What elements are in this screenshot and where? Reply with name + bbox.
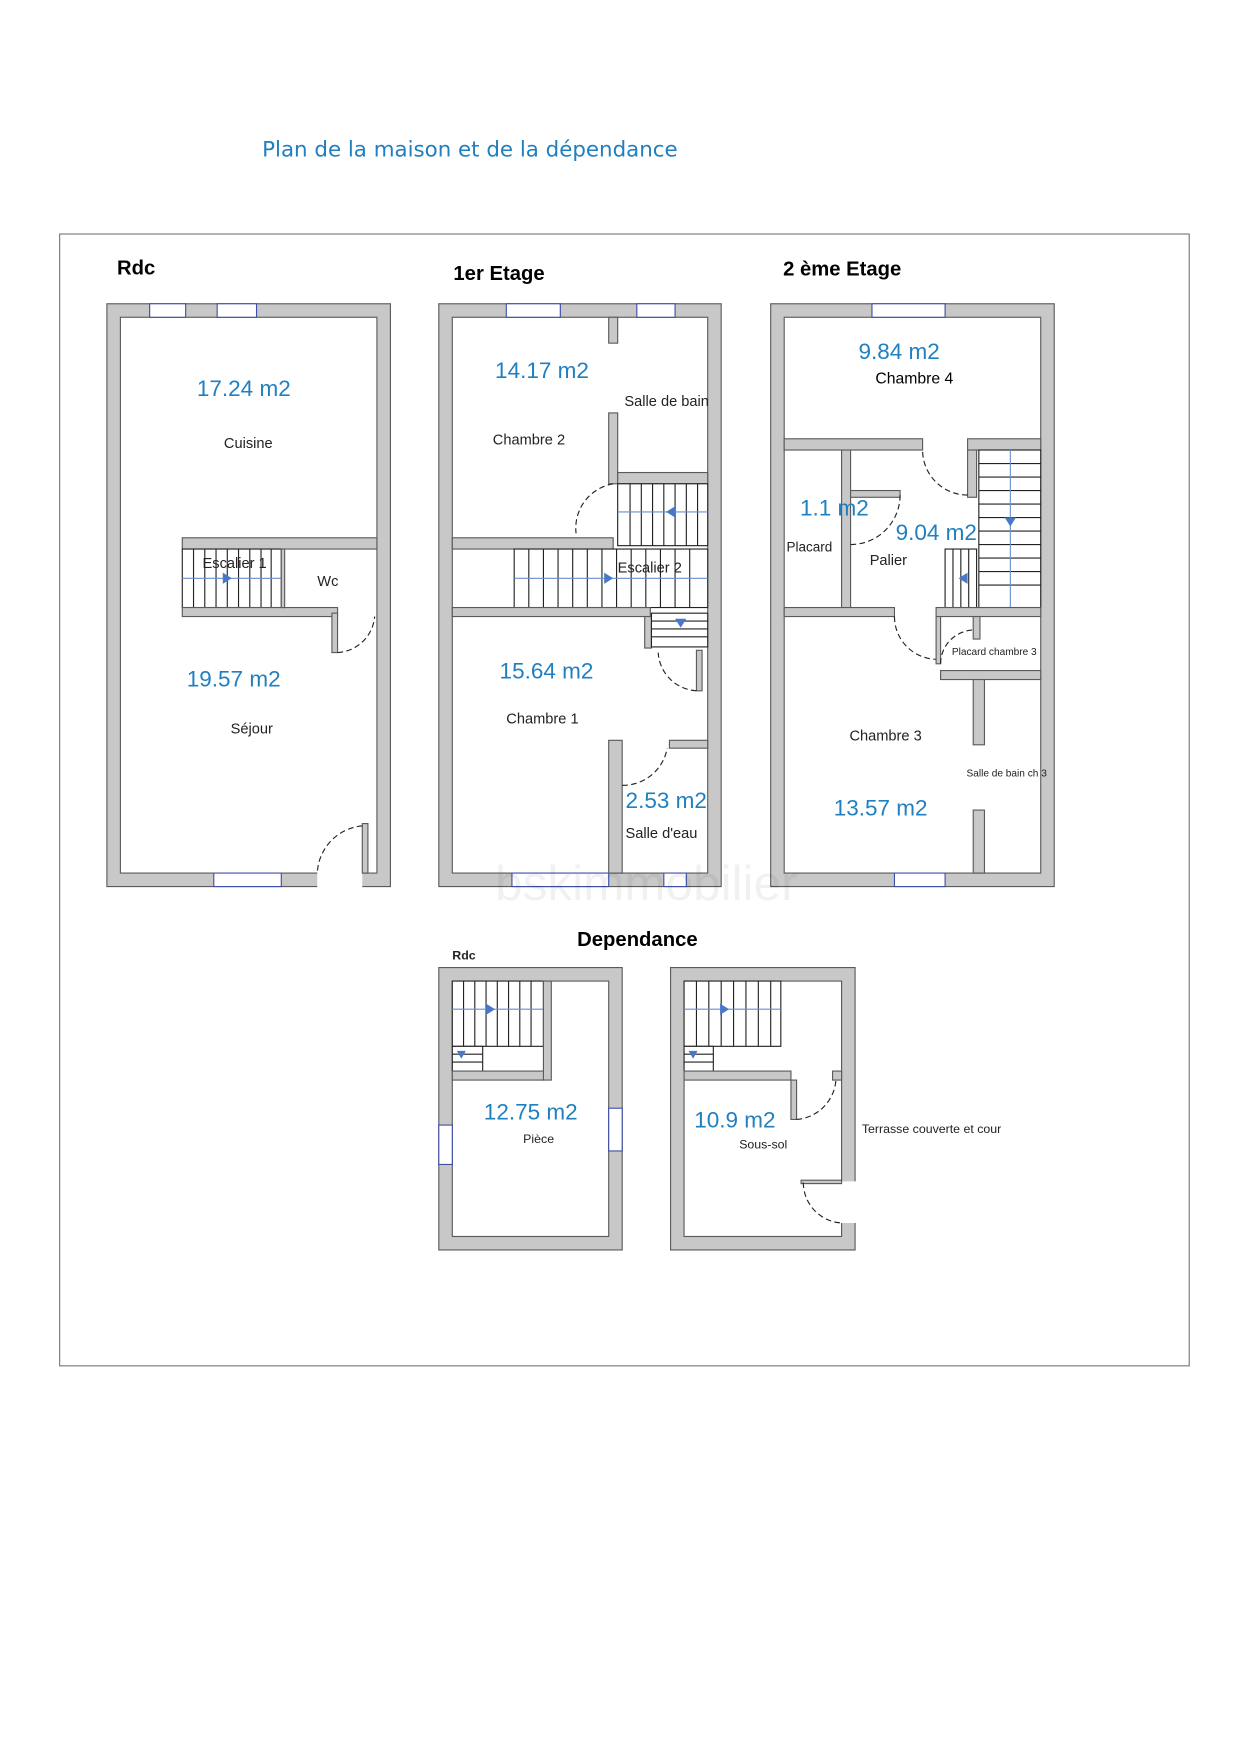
dependance-title: Dependance bbox=[577, 929, 697, 951]
room-label-salle-d-eau: Salle d'eau bbox=[626, 826, 698, 842]
room-label-wc: Wc bbox=[317, 574, 338, 590]
plan-frame bbox=[59, 233, 1190, 1367]
area-chambre-3: 13.57 m2 bbox=[834, 796, 928, 821]
area-chambre-4: 9.84 m2 bbox=[858, 339, 939, 364]
room-label-chambre-3: Chambre 3 bbox=[849, 728, 921, 744]
dependance-rdc-label: Rdc bbox=[452, 949, 475, 963]
area-piece: 12.75 m2 bbox=[484, 1099, 578, 1124]
room-label-placard-chambre-3: Placard chambre 3 bbox=[952, 647, 1037, 658]
plan-etage-2: 2 ème Etage 9.84 m2 Chambre 4 1.1 m2 Pla… bbox=[770, 259, 1055, 888]
room-label-chambre-2: Chambre 2 bbox=[493, 432, 565, 448]
plan-etage-1: 1er Etage 14.17 m2 Salle de bain Chambre… bbox=[438, 263, 722, 888]
room-label-chambre-1: Chambre 1 bbox=[506, 711, 578, 727]
room-label-escalier-1: Escalier 1 bbox=[203, 556, 267, 572]
area-placard: 1.1 m2 bbox=[800, 495, 869, 520]
stair-arrow-icon bbox=[222, 572, 232, 584]
page-title: Plan de la maison et de la dépendance bbox=[262, 137, 677, 162]
room-label-salle-de-bain-ch-3: Salle de bain ch 3 bbox=[966, 768, 1047, 779]
room-label-placard: Placard bbox=[786, 539, 832, 554]
area-palier: 9.04 m2 bbox=[896, 520, 977, 545]
room-label-sejour: Séjour bbox=[231, 722, 273, 738]
plan-dependance: Dependance Rdc 12.75 m2 Pièce 10.9 m2 bbox=[438, 929, 1001, 1251]
room-label-piece: Pièce bbox=[523, 1132, 554, 1146]
area-salle-d-eau: 2.53 m2 bbox=[626, 788, 707, 813]
watermark: bskimmobilier bbox=[495, 856, 798, 911]
area-cuisine: 17.24 m2 bbox=[197, 376, 291, 401]
floor-label-etage-1: 1er Etage bbox=[453, 263, 544, 285]
room-label-palier: Palier bbox=[870, 553, 907, 569]
label-terrasse: Terrasse couverte et cour bbox=[862, 1122, 1001, 1136]
area-sejour: 19.57 m2 bbox=[187, 666, 281, 691]
area-chambre-2: 14.17 m2 bbox=[495, 358, 589, 383]
floor-label-rdc: Rdc bbox=[117, 258, 155, 280]
room-label-escalier-2: Escalier 2 bbox=[618, 561, 682, 577]
room-label-sous-sol: Sous-sol bbox=[739, 1138, 787, 1152]
room-label-cuisine: Cuisine bbox=[224, 436, 273, 452]
area-sous-sol: 10.9 m2 bbox=[694, 1107, 775, 1132]
area-chambre-1: 15.64 m2 bbox=[500, 658, 594, 683]
room-label-salle-de-bain: Salle de bain bbox=[624, 394, 708, 410]
room-label-chambre-4: Chambre 4 bbox=[875, 371, 953, 388]
plan-rdc: Rdc 17.24 m2 Cuisine Escalier 1 Wc 19.57… bbox=[106, 258, 391, 888]
floor-label-etage-2: 2 ème Etage bbox=[783, 259, 901, 281]
